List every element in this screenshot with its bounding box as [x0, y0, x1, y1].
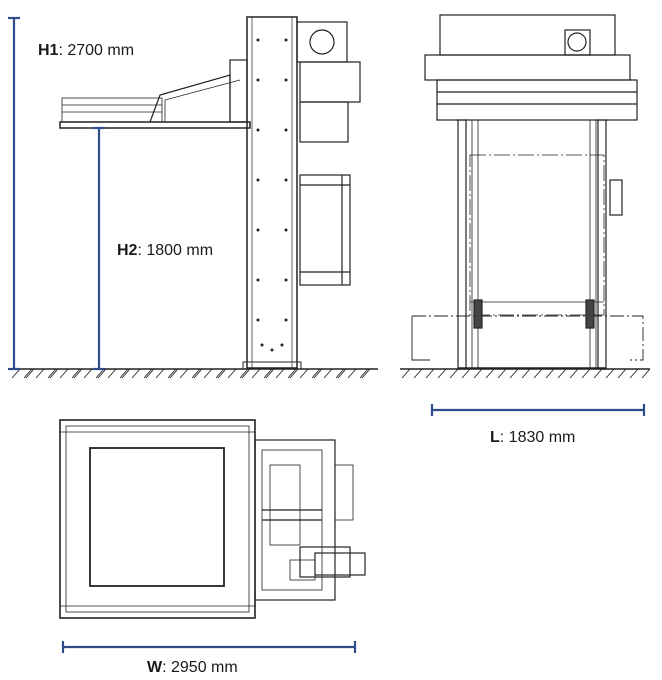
side-view [10, 16, 378, 379]
w-label: W: 2950 mm [147, 659, 238, 677]
h1-dimension-line [8, 16, 20, 371]
w-key: W [147, 659, 163, 676]
l-dimension-line [430, 404, 646, 416]
l-label: L: 1830 mm [490, 429, 575, 447]
h2-value: : 1800 mm [137, 242, 214, 259]
h1-label: H1: 2700 mm [38, 42, 134, 60]
front-view [400, 14, 651, 379]
h1-key: H1 [38, 42, 59, 59]
h2-key: H2 [117, 242, 138, 259]
top-view [59, 419, 366, 619]
h2-dimension-line [93, 126, 105, 371]
h2-label: H2: 1800 mm [117, 242, 213, 260]
w-value: : 2950 mm [162, 659, 238, 676]
w-dimension-line [61, 641, 357, 653]
l-value: : 1830 mm [499, 429, 576, 446]
l-key: L [490, 429, 500, 446]
h1-value: : 2700 mm [58, 42, 135, 59]
